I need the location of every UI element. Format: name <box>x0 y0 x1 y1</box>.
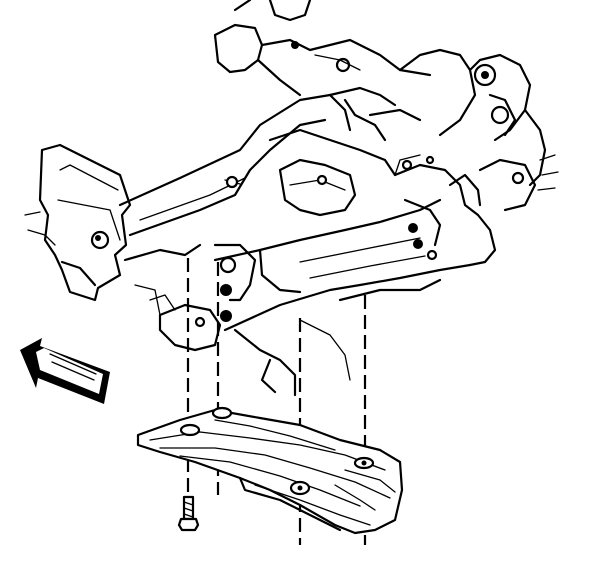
front-of-vehicle-arrow <box>20 338 110 404</box>
skid-plate-bolt <box>177 495 200 532</box>
front-skid-plate <box>136 406 404 535</box>
frame-crossmember-assembly <box>24 0 559 397</box>
